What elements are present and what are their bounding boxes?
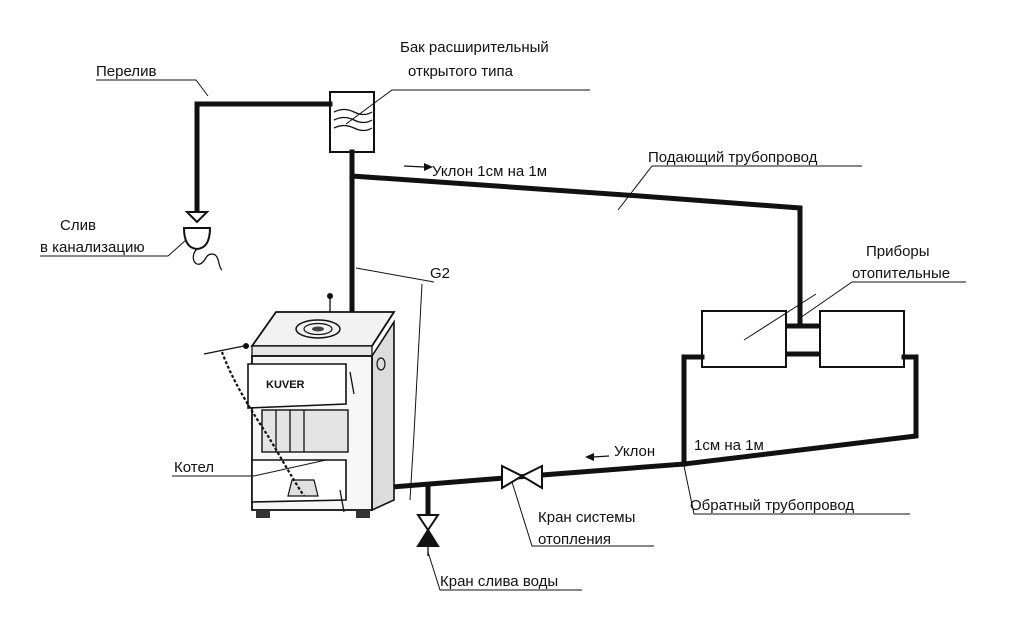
valve-label-line2: отопления [538, 531, 611, 548]
funnel-icon [182, 211, 223, 271]
drain-valve [416, 514, 440, 556]
labels: Бак расширительный открытого типа Перели… [40, 39, 950, 590]
boiler-label: Котел [174, 459, 214, 476]
overflow-pipe [194, 101, 333, 216]
return-slope-label-b: 1см на 1м [694, 437, 764, 454]
expansion-tank [329, 91, 375, 153]
return-pipe-label: Обратный трубопровод [690, 497, 854, 514]
valve-icon [501, 464, 543, 490]
valve-label-line1: Кран системы [538, 509, 635, 526]
return-slope-label-a: Уклон [614, 443, 655, 460]
drain-valve-label: Кран слива воды [440, 573, 558, 590]
supply-slope-label: Уклон 1см на 1м [432, 163, 547, 180]
brand-logo: KUVER [266, 379, 305, 391]
tank-label-line2: открытого типа [408, 63, 514, 80]
supply-pipe-label: Подающий трубопровод [648, 149, 818, 166]
arrow-right-icon [403, 163, 433, 171]
drain-label-line2: в канализацию [40, 239, 145, 256]
drain-label-line1: Слив [60, 217, 96, 234]
leader-lines [40, 79, 966, 591]
radiators-label-line1: Приборы [866, 243, 930, 260]
tank-label-line1: Бак расширительный [400, 39, 549, 56]
radiators-label-line2: отопительные [852, 265, 950, 282]
g2-label: G2 [430, 265, 450, 282]
arrow-left-icon [585, 453, 610, 461]
overflow-label: Перелив [96, 63, 156, 80]
boiler: KUVER [203, 293, 396, 518]
return-pipe [377, 354, 919, 515]
radiators [701, 310, 905, 368]
supply-pipe [349, 149, 803, 327]
